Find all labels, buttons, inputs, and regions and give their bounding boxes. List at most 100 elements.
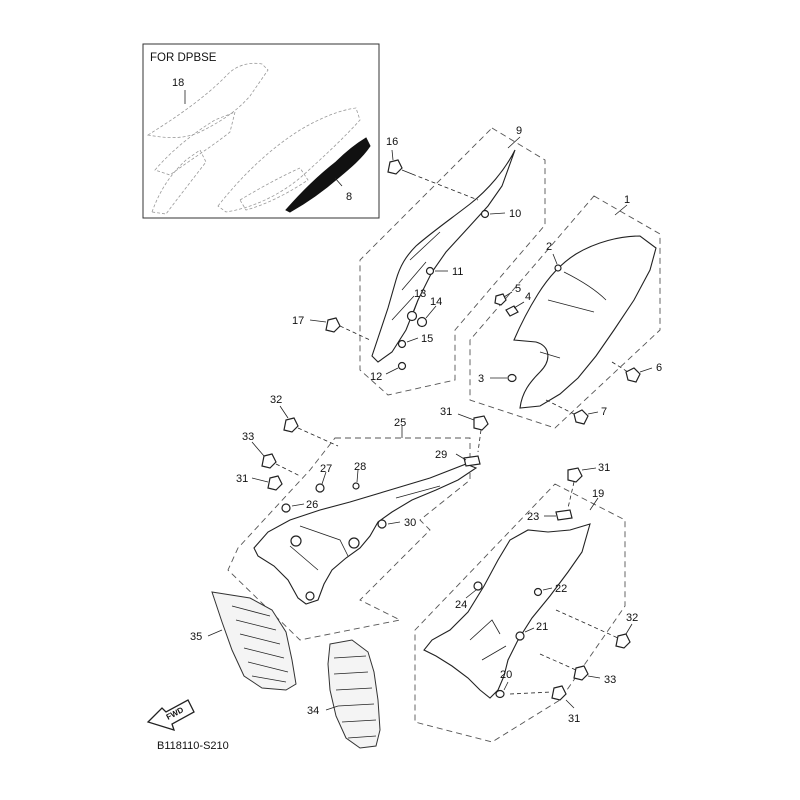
callout-31-top: 31 [440,406,452,418]
panel-35-louvers [231,605,289,683]
fastener-31-left: 31 [236,473,283,491]
fastener-12: 12 [370,361,407,383]
fastener-33-upper: 33 [242,431,301,477]
callout-25: 25 [394,417,406,429]
fastener-31-bottom: 31 [509,685,580,725]
fastener-26: 26 [281,499,318,513]
inset-panel: FOR DPBSE 18 8 [142,43,380,219]
fastener-4: 4 [505,291,531,317]
inset-frame [142,43,380,219]
diagram-code: B118110-S210 [157,740,229,752]
fastener-23: 23 [527,509,573,523]
callout-15: 15 [421,333,433,345]
fastener-11: 11 [425,266,463,278]
callout-31-bottom: 31 [568,713,580,725]
louver-panel-part-34 [327,639,381,749]
panel-34: 34 [307,639,381,749]
group-boundary-1 [469,195,661,429]
assembly-1-side-cover: 1 [469,194,661,429]
callout-21: 21 [536,621,548,633]
callout-1: 1 [624,194,630,206]
side-cover-contours [539,271,607,359]
callout-26: 26 [306,499,318,511]
callout-27: 27 [320,463,332,475]
fastener-32-right: 32 [555,609,638,649]
inner-cover-part-9 [371,149,516,363]
fastener-24: 24 [455,581,483,611]
callout-16: 16 [386,136,398,148]
callout-4: 4 [525,291,531,303]
fastener-6: 6 [611,361,662,383]
callout-9: 9 [516,125,522,137]
fastener-7: 7 [545,399,607,425]
fastener-30: 30 [377,517,416,529]
callout-33-right: 33 [604,674,616,686]
callout-13: 13 [414,288,426,300]
fastener-21: 21 [515,621,548,641]
fastener-29: 29 [435,449,481,467]
bracket-contours [289,485,441,571]
callout-30: 30 [404,517,416,529]
callout-5: 5 [515,283,521,295]
callout-2: 2 [546,241,552,253]
panel-35: 35 [190,591,297,691]
callout-34: 34 [307,705,319,717]
group-boundary-19 [414,483,626,743]
inner-cover-ribs [391,231,441,321]
lower-cover-contours [469,619,507,661]
fastener-20: 20 [495,669,512,699]
callout-20: 20 [500,669,512,681]
callout-32-upper: 32 [270,394,282,406]
callout-19: 19 [592,488,604,500]
callout-28: 28 [354,461,366,473]
inset-decal-part-8 [285,137,371,213]
panel-34-louvers [333,655,377,739]
fastener-22: 22 [533,583,567,597]
fastener-2: 2 [546,241,562,272]
callout-7: 7 [601,406,607,418]
callout-18: 18 [172,77,184,89]
callout-6: 6 [656,362,662,374]
lower-cover-part-19 [423,523,591,699]
fastener-14: 14 [416,296,442,328]
callout-12: 12 [370,371,382,383]
callout-8: 8 [346,191,352,203]
fastener-15: 15 [397,333,433,349]
callout-32-right: 32 [626,612,638,624]
bracket-part-25 [253,463,478,605]
leader-8 [334,177,343,187]
fastener-16: 16 [386,136,479,201]
side-cover-part-1 [513,235,657,409]
fastener-32-upper: 32 [270,394,339,447]
fastener-31-right-top: 31 [567,462,610,509]
inset-title: FOR DPBSE [150,52,217,64]
assembly-19-lower-cover: 19 [414,483,626,743]
inset-side-cover-ghost [146,62,361,215]
fastener-13: 13 [406,288,426,322]
callout-35: 35 [190,631,202,643]
callout-17: 17 [292,315,304,327]
fastener-28: 28 [352,461,366,490]
fastener-31-top: 31 [440,406,489,453]
callout-10: 10 [509,208,521,220]
fastener-5: 5 [494,283,521,306]
callout-14: 14 [430,296,442,308]
callout-24: 24 [455,599,467,611]
group-boundary-25 [227,437,471,641]
fastener-3: 3 [478,373,517,385]
callout-29: 29 [435,449,447,461]
fwd-arrow-icon: FWD [146,699,195,731]
callout-31-left: 31 [236,473,248,485]
callout-33-upper: 33 [242,431,254,443]
callout-11: 11 [452,266,463,278]
fastener-27: 27 [315,463,332,493]
callout-22: 22 [555,583,567,595]
louver-panel-part-35 [211,591,297,691]
fastener-10: 10 [480,208,521,220]
assembly-9-inner-cover: 9 [359,125,546,396]
callout-3: 3 [478,373,484,385]
fastener-17: 17 [292,315,371,341]
callout-31-right-top: 31 [598,462,610,474]
group-boundary-9 [359,127,546,396]
